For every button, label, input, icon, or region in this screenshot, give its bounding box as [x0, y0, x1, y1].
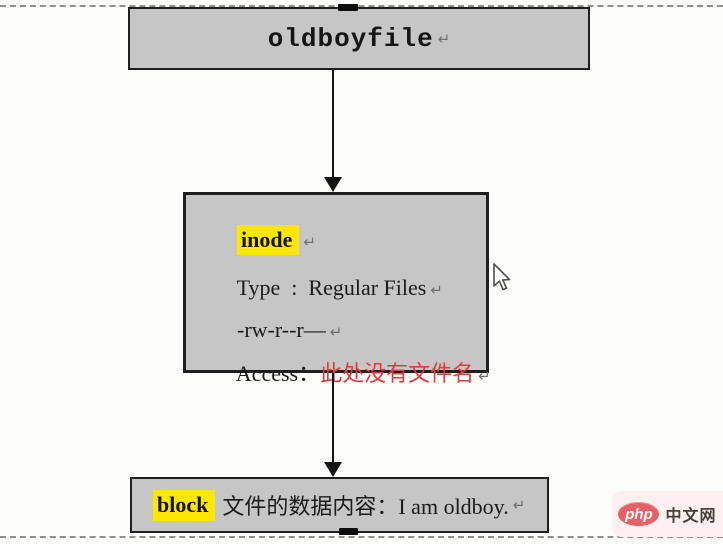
inode-access-label: Access：	[235, 361, 321, 386]
inode-permissions-text: -rw-r--r—	[237, 317, 326, 342]
page-boundary-top	[0, 5, 723, 7]
inode-access-warning: 此处没有文件名	[320, 361, 475, 386]
block-content-text: 文件的数据内容：I am oldboy.	[222, 494, 509, 519]
mouse-cursor-icon	[493, 263, 511, 291]
arrowhead-down-icon	[324, 462, 342, 477]
inode-title-highlight: inode	[237, 225, 300, 255]
php-logo-badge: php	[618, 502, 660, 526]
return-mark-icon: ↵	[478, 367, 491, 385]
return-mark-icon: ↵	[329, 323, 343, 341]
connector-inode-to-block-line	[332, 373, 334, 463]
connector-file-to-inode-line	[332, 70, 334, 180]
inode-title-line: inode↵	[204, 201, 316, 279]
file-box[interactable]: oldboyfile ↵	[128, 7, 590, 70]
inode-access-line: Access：此处没有文件名↵	[204, 330, 491, 414]
inode-type-line: Type : Regular Files↵	[204, 249, 443, 327]
selection-handle-bottom[interactable]	[339, 528, 358, 535]
return-mark-icon: ↵	[437, 29, 451, 48]
return-mark-icon: ↵	[512, 496, 526, 514]
inode-box[interactable]: inode↵ Type : Regular Files↵ -rw-r--r—↵ …	[183, 192, 491, 386]
watermark-site-name: 中文网	[665, 508, 717, 525]
page-boundary-bottom	[0, 536, 723, 538]
inode-type-text: Type : Regular Files	[236, 275, 427, 300]
arrowhead-down-icon	[324, 177, 342, 192]
watermark: php 中文网	[612, 491, 723, 537]
block-title-highlight: block	[153, 489, 216, 521]
inode-permissions-line: -rw-r--r—↵	[204, 291, 342, 369]
return-mark-icon: ↵	[430, 281, 443, 299]
selection-handle-top[interactable]	[338, 4, 358, 11]
return-mark-icon: ↵	[303, 233, 316, 251]
file-box-label: oldboyfile	[267, 23, 434, 54]
block-box[interactable]: block 文件的数据内容：I am oldboy. ↵	[130, 477, 549, 533]
